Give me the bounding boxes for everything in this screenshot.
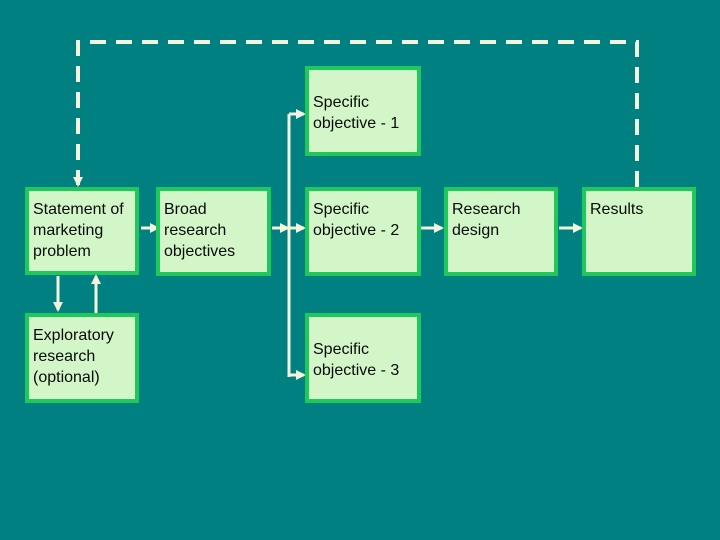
exploratory-box: Exploratory research (optional) — [25, 313, 139, 403]
specific-objective-1-label: Specific objective - 1 — [313, 94, 400, 132]
feedback-loop-dashed-arrow — [73, 40, 639, 187]
specific-objective-2-box: Specific objective - 2 — [305, 187, 421, 276]
research-design-box: Research design — [444, 187, 558, 276]
specific-objective-2-label: Specific objective - 2 — [313, 201, 400, 239]
statement-box: Statement of marketing problem — [25, 187, 139, 275]
exploratory-label: Exploratory research (optional) — [33, 327, 114, 386]
specific-objective-1-box: Specific objective - 1 — [305, 66, 421, 156]
research-design-label: Research design — [452, 201, 521, 239]
specific-objective-3-box: Specific objective - 3 — [305, 313, 421, 403]
broad-objectives-label: Broad research objectives — [164, 201, 236, 260]
specific-objective-3-label: Specific objective - 3 — [313, 341, 400, 379]
broad-objectives-box: Broad research objectives — [156, 187, 271, 276]
results-box: Results — [582, 187, 696, 276]
results-label: Results — [590, 201, 644, 218]
statement-label: Statement of marketing problem — [33, 201, 124, 260]
